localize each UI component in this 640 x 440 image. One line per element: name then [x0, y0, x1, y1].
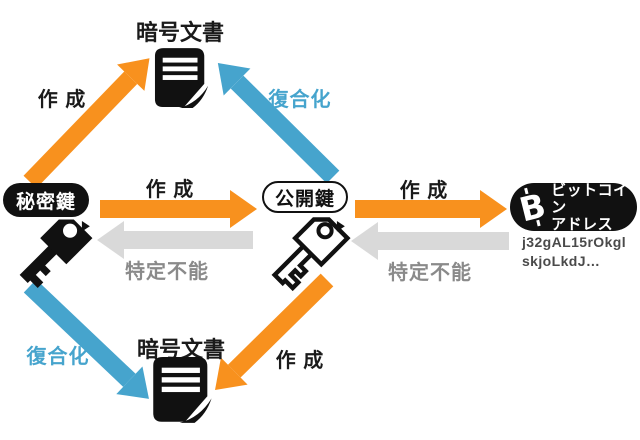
encrypted-doc-top-title: 暗号文書 [135, 20, 225, 45]
bitcoin-address-value-line1: j32gAL15rOkgl [522, 234, 627, 250]
arrow-create-top-left [16, 44, 164, 196]
bitcoin-address-name: ビットコイン アドレス [551, 182, 637, 233]
bitcoin-address-value: j32gAL15rOkgl skjoLkdJ… [522, 233, 626, 271]
label-create-mid-right: 作 成 [399, 180, 449, 202]
public-key-badge: 公開鍵 [262, 181, 348, 213]
private-key-icon [19, 219, 93, 288]
arrowhead-icon [97, 221, 124, 259]
label-unidentifiable-mid-left: 特定不能 [125, 261, 209, 283]
bitcoin-address-value-line2: skjoLkdJ… [522, 253, 601, 269]
bitcoin-address-name-line1: ビットコイン [551, 181, 629, 216]
arrow-shaft [23, 279, 136, 387]
label-decrypt-bottom-left: 復合化 [26, 346, 90, 368]
label-create-top-left: 作 成 [37, 89, 87, 111]
arrowhead-icon [230, 190, 257, 228]
bitcoin-address-name-line2: アドレス [551, 215, 614, 233]
label-decrypt-top-right: 復合化 [268, 89, 332, 111]
public-key-label: 公開鍵 [274, 188, 335, 210]
arrow-unidentifiable-mid-left [97, 220, 253, 260]
label-create-mid-left: 作 成 [145, 179, 195, 201]
encrypted-document-top-icon [154, 48, 209, 108]
arrow-shaft [100, 200, 230, 218]
label-create-bottom-right: 作 成 [275, 350, 325, 372]
encrypted-document-bottom-icon [153, 357, 212, 423]
arrow-unidentifiable-mid-right [351, 221, 509, 261]
arrow-decrypt-top-right [204, 49, 347, 191]
private-key-label: 秘密鍵 [15, 191, 76, 213]
label-unidentifiable-mid-right: 特定不能 [388, 262, 472, 284]
bitcoin-symbol-icon: B [515, 185, 550, 229]
arrowhead-icon [480, 190, 507, 228]
bitcoin-address-badge: B ビットコイン アドレス [510, 182, 637, 233]
arrow-shaft [378, 232, 509, 250]
arrowhead-icon [351, 222, 378, 260]
private-key-badge: 秘密鍵 [3, 183, 89, 217]
arrow-shaft [124, 231, 253, 249]
public-key-icon [271, 217, 351, 292]
